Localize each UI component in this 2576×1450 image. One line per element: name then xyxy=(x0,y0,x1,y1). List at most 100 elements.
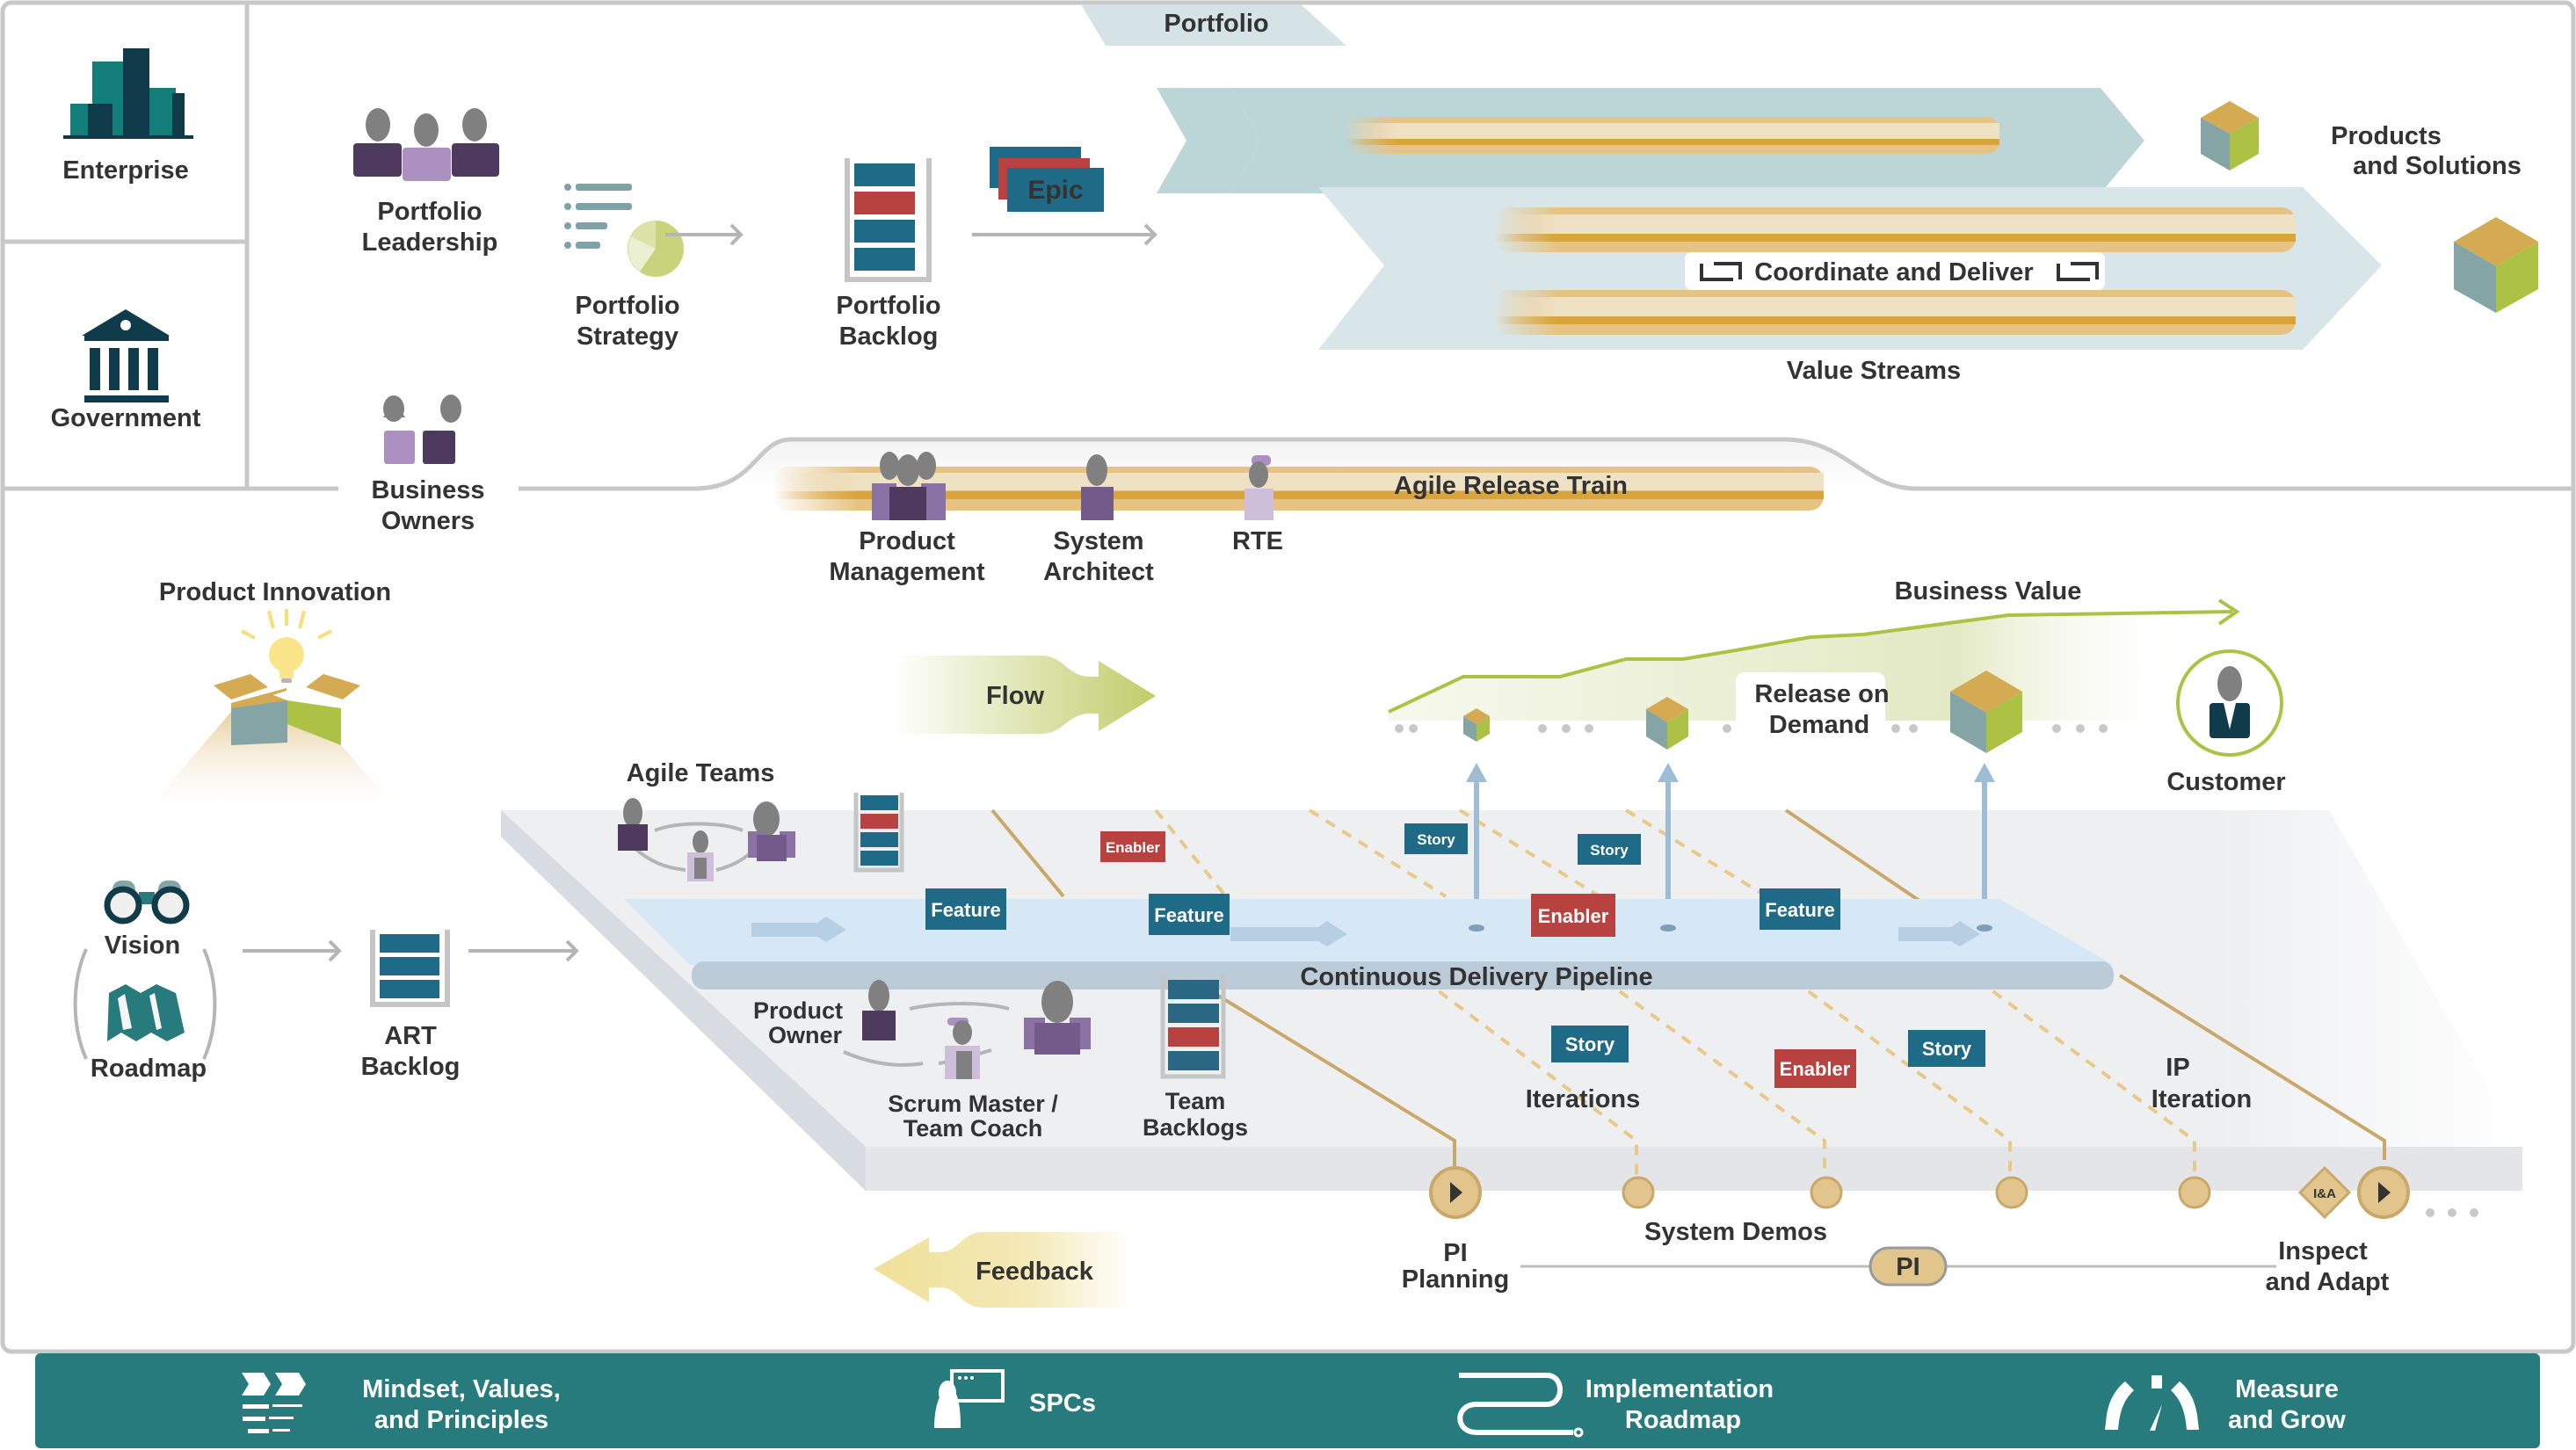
card-label: Feature xyxy=(931,899,1000,921)
art-label: Agile Release Train xyxy=(1394,472,1628,500)
pi-planning-line2: Planning xyxy=(1402,1265,1509,1294)
rte-role[interactable]: RTE xyxy=(1232,455,1283,555)
art-role-3-line1: RTE xyxy=(1232,527,1283,555)
card-story-lower-2[interactable]: Story xyxy=(1908,1030,1985,1067)
art-role-2-line1: System xyxy=(1053,527,1143,555)
scrum-master-line2: Team Coach xyxy=(903,1115,1043,1142)
card-label: Story xyxy=(1590,842,1629,859)
system-demo-markers[interactable] xyxy=(1622,1176,2211,1209)
card-enabler-upper-1[interactable]: Enabler xyxy=(1100,831,1165,862)
card-story-upper-1[interactable]: Story xyxy=(1404,823,1468,854)
gauge-icon xyxy=(2105,1375,2199,1431)
value-stream-train-3 xyxy=(1494,290,2296,335)
building-icon xyxy=(63,48,193,139)
card-feature-1[interactable]: Feature xyxy=(925,888,1006,930)
art-role-1-line2: Management xyxy=(829,558,985,586)
portfolio-backlog[interactable]: Portfolio Backlog xyxy=(836,158,941,351)
arrow-strategy-to-backlog xyxy=(665,223,744,246)
release-line1: Release on xyxy=(1754,680,1889,708)
team-backlogs-line2: Backlogs xyxy=(1143,1114,1248,1141)
card-story-lower-1[interactable]: Story xyxy=(1551,1026,1629,1062)
card-story-upper-2[interactable]: Story xyxy=(1578,834,1641,865)
epic-cards[interactable]: Epic xyxy=(990,147,1104,212)
card-label: Feature xyxy=(1154,904,1223,926)
inspect-line2: and Adapt xyxy=(2266,1268,2390,1296)
feedback-label: Feedback xyxy=(976,1258,1094,1286)
pi-badge[interactable]: PI xyxy=(1869,1246,1948,1287)
strategy-line2: Strategy xyxy=(577,323,678,351)
footer-item-2-line1: SPCs xyxy=(1029,1389,1096,1417)
continuous-delivery-pipeline[interactable]: Continuous Delivery Pipeline xyxy=(624,899,2114,991)
leadership-people-icon xyxy=(353,108,499,181)
footer-item-3-line2: Roadmap xyxy=(1625,1406,1741,1434)
card-enabler-lower[interactable]: Enabler xyxy=(1774,1049,1856,1088)
card-label: Feature xyxy=(1765,899,1834,921)
customer-label: Customer xyxy=(2166,768,2285,796)
system-demos-label: System Demos xyxy=(1644,1218,1827,1246)
art-backlog[interactable]: ART Backlog xyxy=(0,0,460,1081)
product-cube-small-icon xyxy=(2201,101,2259,170)
product-management-role[interactable]: Product Management xyxy=(829,452,985,586)
release-cube-2-icon xyxy=(1646,697,1688,750)
card-feature-2[interactable]: Feature xyxy=(1149,894,1230,935)
government-cell[interactable]: Government xyxy=(51,309,201,432)
business-owners[interactable]: Business Owners xyxy=(372,395,485,535)
government-building-icon xyxy=(82,309,170,402)
release-label-bg xyxy=(1736,672,1885,750)
binoculars-icon xyxy=(104,881,190,924)
ip-iteration-line2: Iteration xyxy=(2152,1085,2252,1113)
spc-presenter-icon xyxy=(934,1369,1005,1428)
art-backlog-stack-icon xyxy=(370,930,450,1007)
arrow-artbacklog-to-teams xyxy=(468,939,579,962)
enterprise-cell[interactable]: Enterprise xyxy=(62,48,193,185)
portfolio-tab-label: Portfolio xyxy=(1164,10,1268,38)
agile-team-upper-icon xyxy=(618,798,795,881)
release-cube-1-icon xyxy=(1463,708,1490,742)
roadmap-map-icon xyxy=(107,984,185,1041)
leadership-line2: Leadership xyxy=(362,228,498,257)
release-line2: Demand xyxy=(1769,711,1869,739)
pi-planning-line1: PI xyxy=(1443,1239,1467,1267)
next-pi-marker[interactable] xyxy=(2357,1166,2410,1219)
government-label: Government xyxy=(51,404,201,432)
card-feature-3[interactable]: Feature xyxy=(1760,888,1840,930)
footer-item-roadmap[interactable]: Implementation Roadmap xyxy=(1457,1373,1774,1438)
coordinate-deliver-badge: Coordinate and Deliver xyxy=(1685,252,2105,290)
system-architect-icon xyxy=(1081,454,1114,520)
flow-label: Flow xyxy=(986,682,1044,710)
arrow-vision-to-artbacklog xyxy=(243,939,342,962)
vision-roadmap[interactable]: Vision Roadmap xyxy=(73,881,217,1083)
team-backlog-lower-icon xyxy=(1160,975,1226,1079)
inspect-line1: Inspect xyxy=(2278,1237,2368,1265)
art-backlog-line1: ART xyxy=(384,1022,437,1050)
roadmap-label: Roadmap xyxy=(91,1055,207,1083)
customer[interactable]: Customer xyxy=(2166,649,2286,796)
value-streams xyxy=(1157,88,2382,350)
inspect-adapt-marker[interactable]: I&A xyxy=(2297,1165,2352,1220)
footer-item-1-line2: and Principles xyxy=(374,1406,548,1434)
value-stream-train-2 xyxy=(1494,207,2296,252)
ia-badge-label: I&A xyxy=(2313,1186,2336,1201)
agile-release-train[interactable]: Agile Release Train xyxy=(773,467,1824,511)
system-architect-role[interactable]: System Architect xyxy=(1043,454,1154,586)
feedback-arrow: Feedback xyxy=(874,1232,1134,1308)
pi-badge-label: PI xyxy=(1896,1253,1919,1281)
footer-item-measure[interactable]: Measure and Grow xyxy=(2105,1375,2346,1434)
card-label: Enabler xyxy=(1106,839,1161,856)
art-role-1-line1: Product xyxy=(859,527,955,555)
products-line2: and Solutions xyxy=(2353,152,2522,180)
card-label: Story xyxy=(1417,831,1455,848)
pi-planning-marker[interactable] xyxy=(1429,1166,1482,1219)
pipeline-label: Continuous Delivery Pipeline xyxy=(1300,963,1652,991)
innovation-light-beam xyxy=(141,712,404,817)
footer-item-spcs[interactable]: SPCs xyxy=(934,1369,1096,1428)
card-enabler-pipeline[interactable]: Enabler xyxy=(1531,894,1615,937)
flow-arrow: Flow xyxy=(893,656,1156,734)
footer-item-4-line1: Measure xyxy=(2235,1375,2339,1403)
footer-item-principles[interactable]: Mindset, Values, and Principles xyxy=(242,1373,561,1434)
portfolio-tab[interactable]: Portfolio xyxy=(1081,4,1346,46)
portfolio-leadership[interactable]: Portfolio Leadership xyxy=(353,108,499,257)
rte-icon xyxy=(1244,455,1273,520)
product-cube-large-icon xyxy=(2454,217,2538,313)
